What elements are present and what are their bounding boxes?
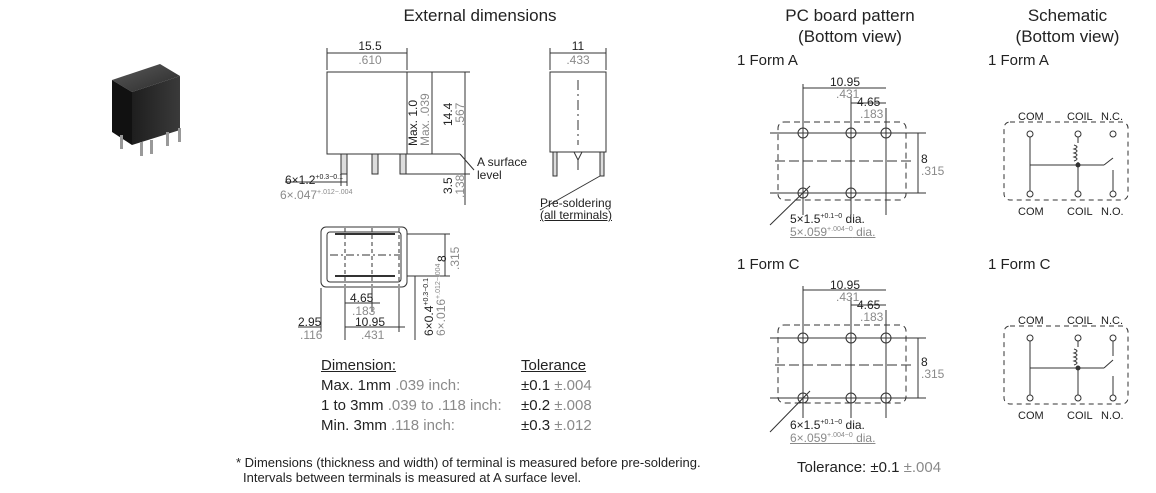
pcb-c-d1-mm: 10.95 [830,278,861,292]
front-lead-in: .138 [453,174,467,198]
pcb-a-h-mm: 8 [921,152,928,166]
footnote-line-2: Intervals between terminals is measured … [243,470,582,485]
footnote-line-1: * Dimensions (thickness and width) of te… [236,455,701,470]
surface-label-1: A surface [477,155,528,169]
sch-a-top-coil: COIL [1067,111,1093,123]
tolerance-col2-header: Tolerance [521,357,587,374]
schematic-form-a-label: 1 Form A [988,52,1049,69]
pcb-c-h-mm: 8 [921,355,928,369]
schematic-form-a-drawing [1003,121,1129,201]
bottom-d3-in: .116 [300,328,323,342]
sch-a-bottom-com: COM [1018,206,1044,218]
heading-external: External dimensions [403,6,557,25]
bottom-h-in: .315 [448,246,462,270]
footnote: * Dimensions (thickness and width) of te… [236,455,701,485]
tolerance-row-3: Min. 3mm .118 inch: [321,417,455,434]
heading-pc-board-line1: PC board pattern [785,6,915,25]
front-max-in: Max. .039 [418,93,432,146]
pcb-a-hole-mm: 5×1.5+0.1−0 dia. [790,212,865,226]
pcb-a-d1-mm: 10.95 [830,75,861,89]
schematic-form-c-label: 1 Form C [988,256,1051,273]
pcb-form-c-drawing [769,286,926,433]
sch-a-bottom-coil: COIL [1067,206,1093,218]
pcb-c-hole-in: 6×.059+.004−0 dia. [790,431,876,445]
pcb-a-d2-in: .183 [860,107,884,121]
pcb-a-d1-in: .431 [836,87,860,101]
sch-a-bottom-no: N.O. [1101,206,1124,218]
pcb-c-d2-mm: 4.65 [857,298,881,312]
bottom-d1-in: .183 [352,304,376,318]
sch-c-bottom-coil: COIL [1067,410,1093,422]
front-height-in: .567 [453,102,467,126]
schematic-form-c-drawing [1003,325,1129,405]
presolder-label-2: (all terminals) [540,208,613,222]
bottom-d1-mm: 4.65 [350,291,374,305]
bottom-pin-in: 6×.016+.012−.004 [434,263,448,336]
tolerance-col1-header: Dimension: [321,357,397,374]
tolerance-row-1-value: ±0.1 ±.004 [521,377,592,394]
heading-schematic-line1: Schematic [1027,6,1108,25]
tolerance-row-2-value: ±0.2 ±.008 [521,397,592,414]
front-width-mm: 15.5 [358,39,382,53]
front-view-drawing [285,48,475,205]
heading-pc-board-line2: (Bottom view) [798,27,902,46]
pcb-form-a-drawing [769,84,926,226]
front-width-in: .610 [358,53,382,67]
tolerance-row-2: 1 to 3mm .039 to .118 inch: [321,397,502,414]
pcb-a-d2-mm: 4.65 [857,95,881,109]
side-width-in: .433 [566,53,590,67]
pcb-a-h-in: .315 [921,164,945,178]
side-width-mm: 11 [571,39,585,53]
relay-photo [112,64,181,156]
pcb-c-d2-in: .183 [860,310,884,324]
bottom-d3-mm: 2.95 [298,315,322,329]
tolerance-row-3-value: ±0.3 ±.012 [521,417,592,434]
sch-c-top-com: COM [1018,315,1044,327]
presolder-label-1: Pre-soldering [540,196,612,210]
bottom-d2-mm: 10.95 [355,315,386,329]
sch-c-bottom-no: N.O. [1101,410,1124,422]
pcb-c-d1-in: .431 [836,290,860,304]
pcb-form-a-label: 1 Form A [737,52,798,69]
heading-schematic-line2: (Bottom view) [1015,27,1120,46]
heading-pc-board: PC board pattern (Bottom view) [760,5,940,47]
pcb-a-hole-in: 5×.059+.004−0 dia. [790,225,876,239]
sch-c-top-nc: N.C. [1101,315,1123,327]
bottom-d2-in: .431 [361,328,385,342]
sch-a-top-nc: N.C. [1101,111,1123,123]
side-view-drawing [539,48,607,211]
front-pin-in: 6×.047+.012−.004 [280,188,353,202]
front-pin-mm: 6×1.2+0.3−0.1 [285,173,344,187]
pcb-form-c-label: 1 Form C [737,256,800,273]
sch-c-top-coil: COIL [1067,315,1093,327]
sch-a-top-com: COM [1018,111,1044,123]
surface-label-2: level [477,168,502,182]
tolerance-row-1: Max. 1mm .039 inch: [321,377,461,394]
heading-schematic: Schematic (Bottom view) [995,5,1140,47]
bottom-view-drawing [298,226,450,340]
pcb-c-hole-mm: 6×1.5+0.1−0 dia. [790,418,865,432]
pcb-tolerance: Tolerance: ±0.1 ±.004 [797,459,942,476]
sch-c-bottom-com: COM [1018,410,1044,422]
pcb-c-h-in: .315 [921,367,945,381]
